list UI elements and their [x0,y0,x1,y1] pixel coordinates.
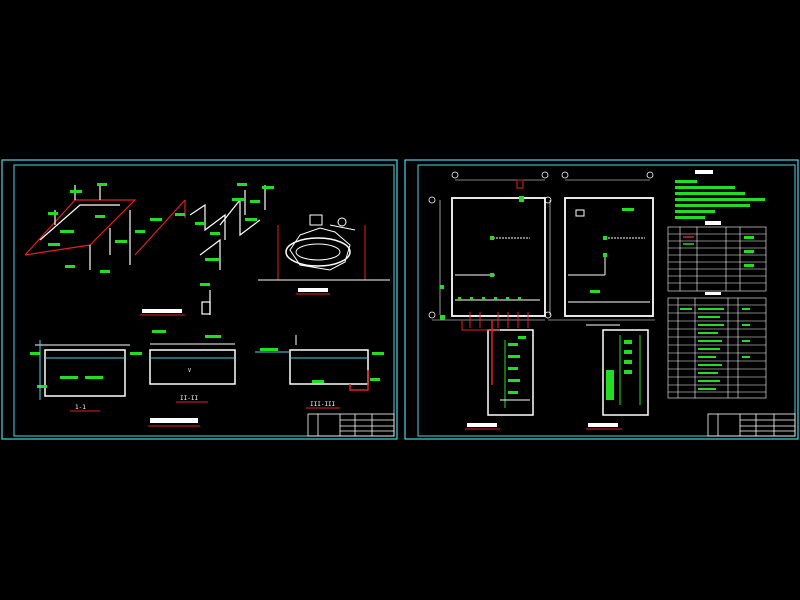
piping-schematic-b [586,324,649,416]
piping-schematic-a-fittings [508,336,526,394]
left-drawing-sheet[interactable]: 1-1 V II-II III-III [1,159,398,440]
right-title-block [707,413,796,437]
materials-table-entries [680,308,750,390]
section-2-2-view [149,330,236,385]
pump-room-plan-b [564,197,654,317]
left-sheet-outer-border [1,159,398,440]
section-3-3-view [255,335,384,391]
section-3-3-label: III-III [310,401,336,408]
legend-table-symbols [683,236,754,267]
piping-annotation-labels [48,183,274,286]
materials-table [667,297,767,399]
plan-axis-bubbles [428,171,654,319]
section-1-1-view [30,340,142,400]
isometric-title-text [142,309,182,313]
piping-schematic-b-fittings [606,340,632,400]
left-title-block [307,413,395,437]
left-sheet-inner-border [13,164,395,437]
site-location-plan [258,214,390,295]
right-sheet-outer-border [404,159,799,440]
section-2-2-label: II-II [180,395,198,402]
left-sheet-drawing-title [150,418,198,423]
legend-table-title [705,221,721,225]
design-notes-block [675,170,765,219]
section-1-1-label: 1-1 [75,404,86,411]
right-drawing-sheet[interactable] [404,159,799,440]
pump-room-plan-a-valves [440,285,521,320]
plan-dimension-lines [432,179,655,321]
piping-schematic-a [461,312,534,416]
piping-schematic-a-title [467,423,497,427]
materials-table-title [705,292,721,295]
right-sheet-inner-border [417,164,796,437]
piping-schematic-b-title [588,423,618,427]
section-2-2-volume-label: V [188,368,191,374]
legend-table [667,226,767,292]
